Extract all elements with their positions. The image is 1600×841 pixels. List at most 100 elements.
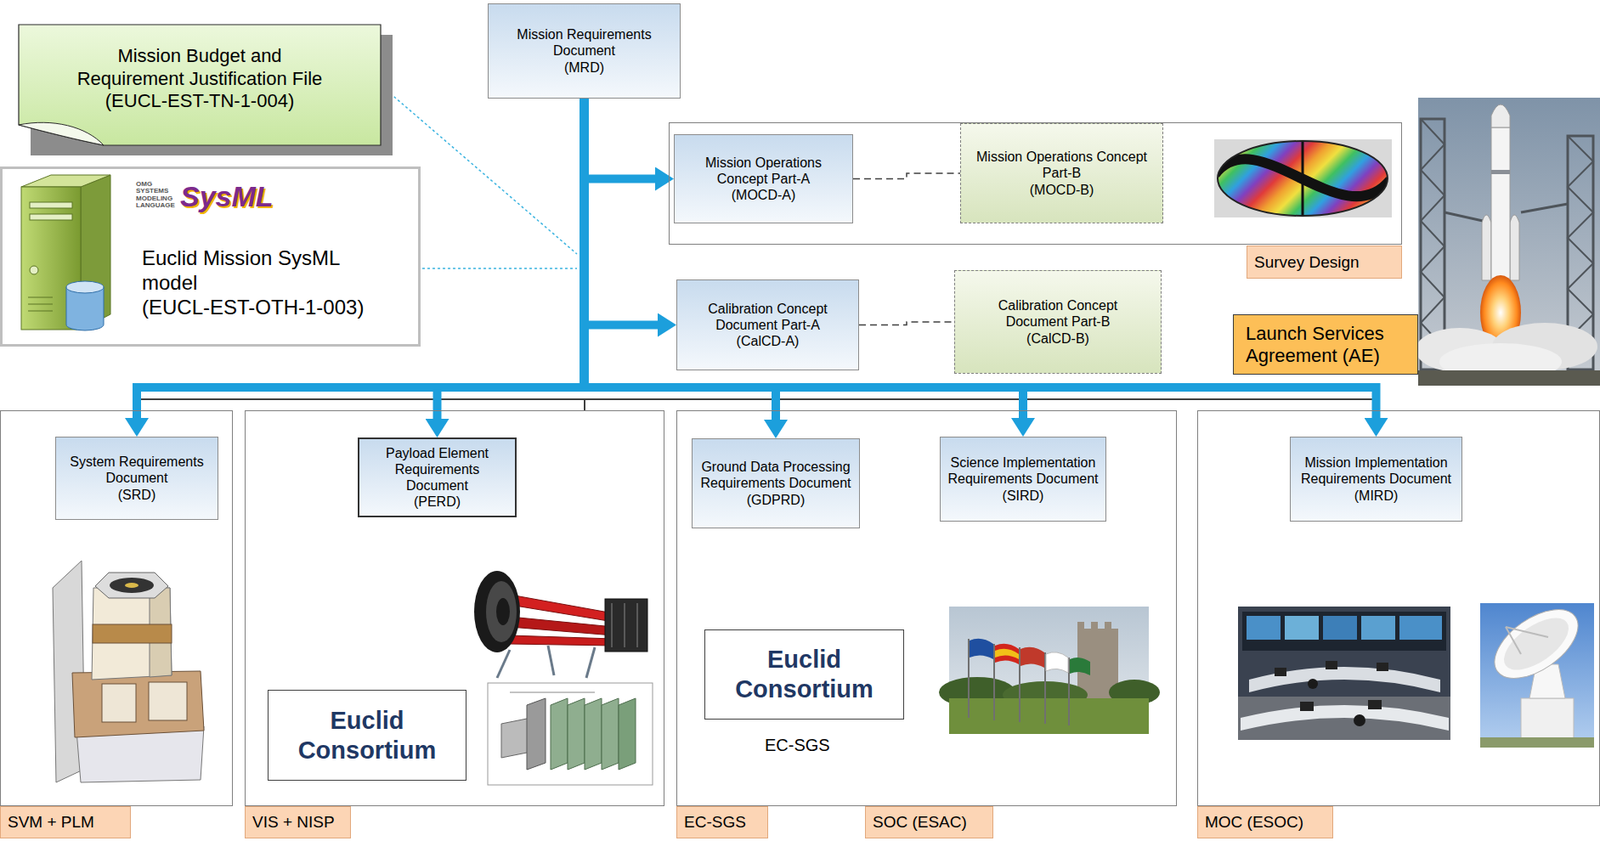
leader-line-part [382, 86, 577, 255]
note-text: (EUCL-EST-TN-1-004) [105, 90, 294, 113]
detector-diagram-part [584, 698, 602, 770]
flow-arrow [584, 98, 659, 326]
document-box: System Requirements Document(SRD) [55, 436, 219, 521]
control-room-photo-part [1274, 667, 1287, 677]
future-document-box: Calibration Concept Document Part-B(CalC… [954, 270, 1162, 374]
document-text: Payload Element Requirements Document [366, 445, 509, 495]
control-room-photo-part [1376, 662, 1389, 672]
segment-panel: EC-SGSSOC (ESAC)Ground Data Processing R… [676, 410, 1177, 807]
document-text: (SRD) [118, 486, 156, 504]
control-room-photo-part [1242, 611, 1447, 651]
control-room-photo-part [1322, 616, 1357, 640]
document-box: Ground Data Processing Requirements Docu… [691, 438, 860, 529]
detector-diagram [487, 683, 653, 786]
document-text: (SIRD) [1002, 487, 1045, 504]
flow-arrow [437, 98, 585, 419]
document-text: (MRD) [564, 59, 605, 76]
server-icon-part [21, 175, 111, 187]
document-box: Calibration Concept Document Part-A(CalC… [676, 279, 860, 371]
esac-photo [938, 606, 1160, 735]
document-text: (PERD) [413, 493, 461, 510]
nisp-instrument-part [611, 603, 613, 648]
server-icon [21, 175, 111, 331]
server-icon-part [66, 281, 104, 294]
spacecraft-part [101, 684, 136, 723]
logo-text: OMG SYSTEMS MODELING LANGUAGE [135, 180, 177, 210]
antenna-photo-part [1520, 698, 1574, 743]
spacecraft-part [148, 682, 187, 721]
esac-photo-part [1104, 621, 1112, 631]
server-icon-part [66, 287, 104, 331]
document-box: Payload Element Requirements Document(PE… [357, 437, 517, 518]
document-text: (CalCD-A) [736, 333, 800, 350]
group-frame: Survey DesignMission Operations Concept … [668, 122, 1403, 245]
segment-panel: SVM + PLMSystem Requirements Document(SR… [0, 410, 233, 807]
tab-text: EC-SGS [684, 813, 747, 832]
document-text: Mission Implementation Requirements Docu… [1297, 454, 1455, 487]
sky-map-part [1217, 141, 1388, 216]
antenna-photo [1480, 595, 1595, 748]
flow-arrow [584, 98, 656, 180]
control-room-photo-part [1238, 696, 1451, 741]
server-icon-part [29, 265, 39, 275]
logo-mark: SysML [180, 180, 274, 214]
antenna-photo-part [1482, 595, 1590, 692]
server-icon-part [29, 202, 73, 209]
nisp-instrument-part [604, 599, 648, 652]
document-text: Mission Requirements Document [495, 26, 673, 59]
control-room-photo-part [1307, 678, 1318, 690]
antenna-photo-part [1495, 608, 1578, 681]
esac-photo-part [1077, 621, 1085, 631]
document-text: Calibration Concept Document Part-A [684, 300, 852, 334]
tab-label: SOC (ESAC) [865, 806, 994, 839]
control-room-photo-part [1240, 705, 1449, 731]
detector-diagram-part [601, 698, 619, 770]
dashed-link [859, 322, 955, 326]
document-text: (MIRD) [1354, 487, 1399, 504]
spacecraft-part [124, 582, 139, 588]
detector-diagram-part [618, 698, 636, 770]
tab-text: SVM + PLM [7, 813, 95, 832]
consortium-box: Euclid Consortium [267, 689, 467, 781]
sky-map-part [1214, 139, 1392, 218]
server-icon-part [28, 310, 53, 312]
bus-rail-part [583, 399, 586, 411]
document-text: (MOCD-A) [731, 186, 797, 204]
agreement-text: Launch Services Agreement (AE) [1245, 322, 1406, 367]
esac-photo-part [949, 698, 1149, 735]
spacecraft-part [92, 624, 172, 644]
detector-diagram-part [526, 698, 546, 770]
spacecraft-part [72, 671, 204, 738]
esac-photo-part [1020, 647, 1045, 668]
control-room-photo-part [1300, 701, 1314, 712]
esac-photo-part [969, 638, 994, 660]
rocket-photo-part [1491, 127, 1510, 283]
document-text: Calibration Concept Document Part-B [973, 297, 1143, 330]
control-room-photo [1238, 606, 1451, 741]
detector-diagram-part [567, 698, 585, 770]
note-document: Mission Budget and Requirement Justifica… [18, 24, 381, 146]
rocket-photo-part [1444, 212, 1483, 221]
esac-photo-part [995, 644, 1019, 665]
document-box: Mission Implementation Requirements Docu… [1289, 436, 1463, 522]
esac-photo-part [968, 638, 1069, 726]
tab-text: VIS + NISP [252, 813, 335, 832]
document-box: Mission Operations Concept Part-A(MOCD-A… [673, 134, 854, 224]
server-icon-part [29, 214, 73, 221]
nisp-instrument-part [624, 603, 626, 648]
rocket-photo-part [1520, 203, 1568, 213]
antenna-photo-part [1505, 627, 1521, 655]
consortium-text: Euclid Consortium [275, 706, 459, 766]
rocket-photo-part [1567, 135, 1594, 340]
control-room-photo-part [1353, 714, 1366, 727]
model-text: Euclid Mission SysML model [141, 246, 397, 296]
note-text: Mission Budget and Requirement Justifica… [67, 45, 332, 91]
detector-diagram-part [550, 698, 568, 770]
tab-label: SVM + PLM [0, 806, 131, 839]
spacecraft-part [109, 577, 154, 594]
bus-rail [136, 399, 1376, 411]
nisp-instrument-part [496, 598, 510, 626]
tab-text: MOC (ESOC) [1204, 813, 1304, 832]
server-icon-part [28, 297, 53, 299]
